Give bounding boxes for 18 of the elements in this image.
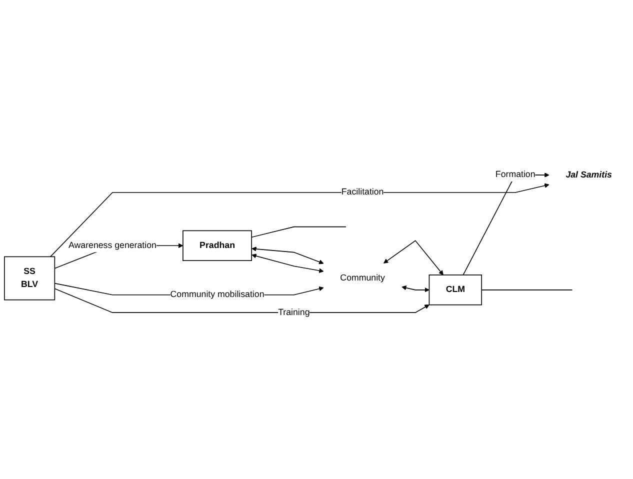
edge-label: Community mobilisation bbox=[170, 290, 264, 299]
arrow bbox=[402, 285, 430, 292]
connector bbox=[481, 289, 573, 290]
arrow bbox=[252, 246, 324, 264]
edge-label: Formation bbox=[495, 170, 536, 179]
node-box bbox=[4, 256, 56, 300]
node-text: Community bbox=[340, 272, 385, 282]
node-text: Jal Samitis bbox=[566, 170, 612, 180]
edge-label: Awareness generation bbox=[68, 240, 156, 250]
arrow bbox=[50, 182, 550, 257]
connector bbox=[251, 226, 346, 238]
arrow bbox=[54, 288, 430, 313]
node-box bbox=[428, 274, 482, 305]
arrow bbox=[252, 253, 324, 273]
edge-label: Training bbox=[278, 307, 310, 317]
node-box bbox=[182, 230, 252, 261]
arrow bbox=[384, 240, 444, 275]
edge-label: Facilitation bbox=[341, 187, 384, 197]
